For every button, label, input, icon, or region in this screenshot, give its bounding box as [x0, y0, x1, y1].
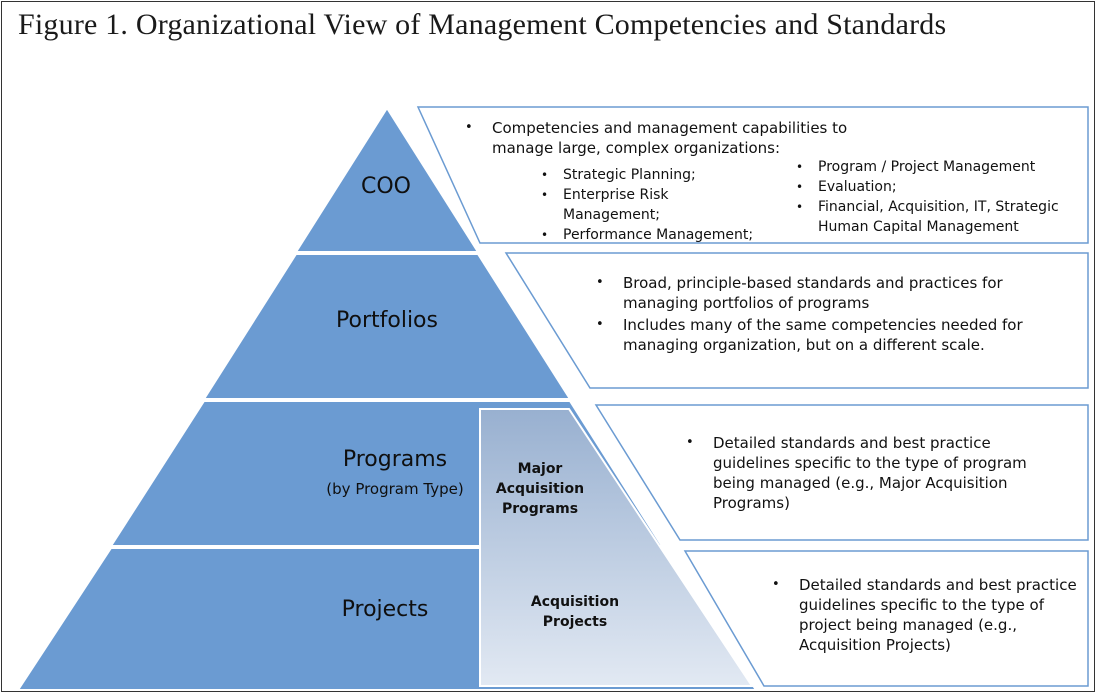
portfolios-level [202, 253, 572, 400]
figure-title: Figure 1. Organizational View of Managem… [18, 8, 947, 41]
bullet-item: Strategic Planning; [538, 165, 768, 185]
major-acquisition-programs-label: Major Acquisition Programs [495, 461, 585, 517]
portfolios-description-text: Broad, principle-based standards and pra… [593, 273, 1053, 357]
coo-right-list: Program / Project Management Evaluation;… [793, 157, 1073, 237]
bullet-item: Enterprise Risk Management; [538, 185, 768, 225]
bullet-item: Performance Management; [538, 225, 768, 245]
programs-sublabel: (by Program Type) [326, 480, 464, 498]
acquisition-projects-label: Acquisition Projects [530, 594, 620, 630]
coo-intro-text: Competencies and management capabilities… [462, 118, 852, 160]
bullet-item: Competencies and management capabilities… [462, 118, 852, 158]
projects-description-text: Detailed standards and best practice gui… [769, 575, 1079, 657]
bullet-item: Detailed standards and best practice gui… [683, 433, 1048, 513]
coo-level [294, 106, 480, 253]
projects-label: Projects [341, 597, 429, 622]
programs-label: Programs [342, 447, 448, 472]
bullet-item: Program / Project Management [793, 157, 1073, 177]
coo-left-list: Strategic Planning; Enterprise Risk Mana… [538, 165, 768, 245]
coo-label: COO [361, 174, 411, 199]
bullet-item: Financial, Acquisition, IT, Strategic Hu… [793, 197, 1073, 237]
bullet-item: Broad, principle-based standards and pra… [593, 273, 1053, 313]
bullet-item: Includes many of the same competencies n… [593, 315, 1053, 355]
acquisition-inner-shape [479, 408, 754, 687]
programs-description-text: Detailed standards and best practice gui… [683, 433, 1048, 515]
bullet-item: Evaluation; [793, 177, 1073, 197]
portfolios-label: Portfolios [336, 308, 438, 333]
bullet-item: Detailed standards and best practice gui… [769, 575, 1079, 655]
